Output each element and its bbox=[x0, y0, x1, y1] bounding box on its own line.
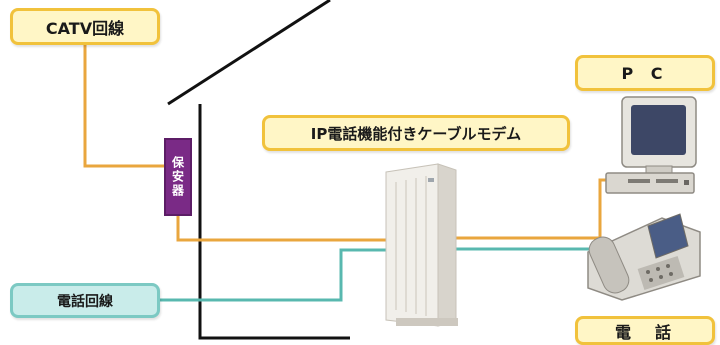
modem-stand bbox=[396, 318, 458, 326]
phone-handset bbox=[588, 236, 630, 294]
pc-power-button bbox=[684, 180, 689, 185]
pc-drive-slot bbox=[656, 179, 678, 183]
modem-label: IP電話機能付きケーブルモデム bbox=[262, 115, 570, 151]
pc-drive-slot bbox=[628, 179, 650, 183]
phone-key bbox=[659, 275, 663, 279]
house-roof-line bbox=[167, 0, 331, 106]
protector-box: 保安器 bbox=[164, 138, 192, 216]
phone-key bbox=[656, 267, 660, 271]
phone-key bbox=[649, 278, 653, 282]
phone-keypad bbox=[637, 256, 685, 290]
phone-key bbox=[666, 264, 670, 268]
cable-modem-icon bbox=[385, 163, 458, 327]
pc-label: P C bbox=[575, 55, 715, 91]
phone-line-label: 電話回線 bbox=[10, 283, 160, 318]
phone-key bbox=[646, 270, 650, 274]
catv-cable-to-pc bbox=[452, 178, 612, 240]
catv-cable-to-modem bbox=[176, 215, 390, 242]
phone-label: 電 話 bbox=[575, 316, 715, 345]
telephone-icon bbox=[587, 213, 701, 301]
modem-side-face bbox=[437, 163, 457, 327]
phone-key bbox=[669, 272, 673, 276]
phone-display bbox=[647, 213, 689, 259]
house-wall-line bbox=[198, 104, 350, 340]
desktop-pc-icon bbox=[605, 96, 697, 194]
modem-front-face bbox=[385, 163, 439, 327]
catv-cable-to-protector bbox=[83, 45, 165, 168]
pc-monitor-screen bbox=[631, 105, 686, 155]
protector-label: 保安器 bbox=[170, 156, 185, 198]
catv-line-label: CATV回線 bbox=[10, 8, 160, 45]
phone-cable-to-modem bbox=[160, 248, 390, 302]
modem-indicator bbox=[428, 178, 434, 182]
